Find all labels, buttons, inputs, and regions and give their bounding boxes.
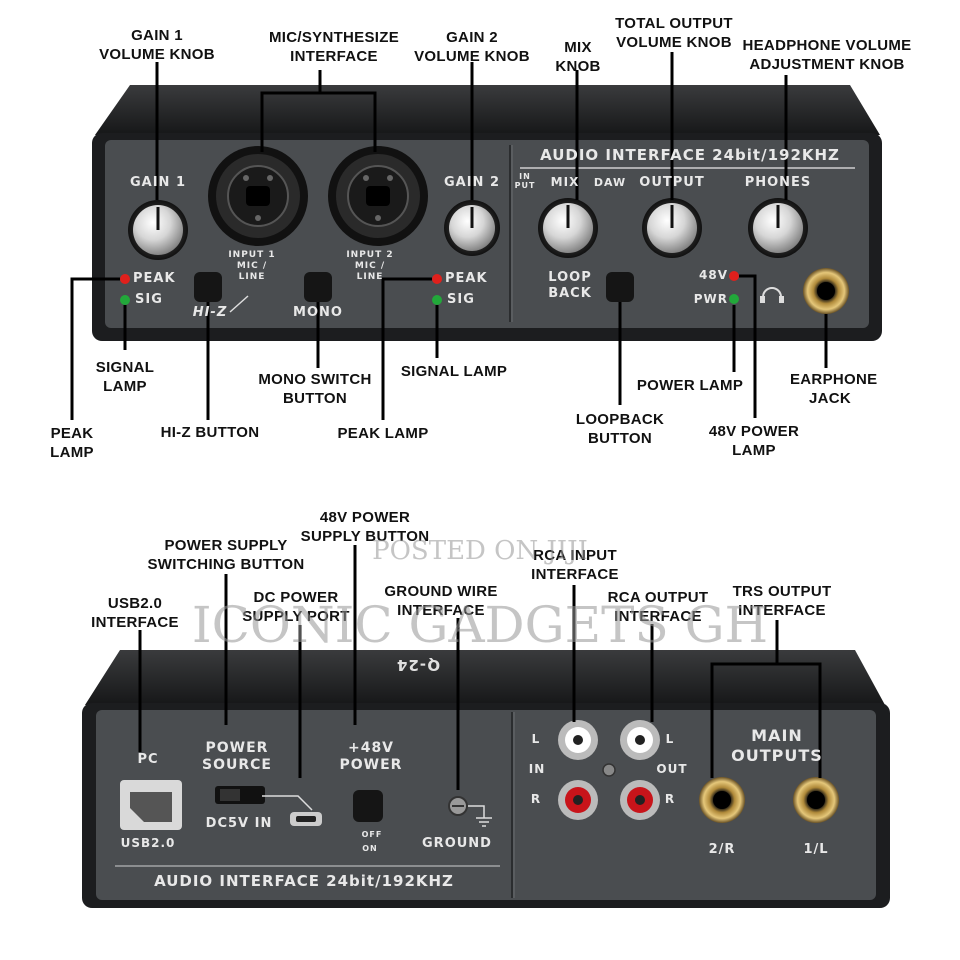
rca-in-r[interactable] <box>558 780 598 820</box>
out2r-panel-label: 2/R <box>708 842 736 857</box>
power-source-switch[interactable] <box>215 786 265 804</box>
v48-panel-label: 48V <box>699 268 728 282</box>
rca-out-l[interactable] <box>620 720 660 760</box>
mix-knob[interactable] <box>538 198 598 258</box>
callout-rca-input: RCA INPUT INTERFACE <box>531 547 619 583</box>
callout-total-output: TOTAL OUTPUT VOLUME KNOB <box>615 15 733 51</box>
phones-panel-label: PHONES <box>744 175 812 190</box>
callout-48v-button: 48V POWER SUPPLY BUTTON <box>300 509 430 545</box>
input2-combo-jack[interactable] <box>328 146 428 246</box>
mix-panel-label: MIX <box>550 175 580 189</box>
power-lamp <box>729 294 739 304</box>
peak1-panel-label: PEAK <box>133 271 176 286</box>
input1-combo-jack[interactable] <box>208 146 308 246</box>
callout-gain2: GAIN 2 VOLUME KNOB <box>414 29 530 65</box>
watermark-line1: POSTED ON JIJI <box>372 536 588 566</box>
callout-mono-switch: MONO SWITCH BUTTON <box>258 371 372 407</box>
front-title: AUDIO INTERFACE 24bit/192KHZ <box>540 146 840 164</box>
callout-signal-lamp-1: SIGNAL LAMP <box>95 359 155 395</box>
rca-in-r-label: R <box>530 792 542 806</box>
v48-power-panel-label: +48V POWER <box>339 740 403 773</box>
loopback-button[interactable] <box>606 272 634 302</box>
sig2-panel-label: SIG <box>447 292 475 307</box>
main-outputs-panel-label: MAIN OUTPUTS <box>731 726 823 765</box>
v48-lamp <box>729 271 739 281</box>
output-knob[interactable] <box>642 198 702 258</box>
signal-lamp-1 <box>120 295 130 305</box>
rca-out-r-label: R <box>664 792 676 806</box>
ground-icon <box>468 805 492 827</box>
input1-panel-label: INPUT 1 MIC / LINE <box>228 250 276 282</box>
callout-power-lamp: POWER LAMP <box>636 377 744 394</box>
pwr-panel-label: PWR <box>693 292 728 306</box>
callout-ground-wire: GROUND WIRE INTERFACE <box>384 583 498 619</box>
usb-panel-label: USB2.0 <box>120 836 176 850</box>
callout-usb: USB2.0 INTERFACE <box>91 595 179 631</box>
watermark-line2: ICONIC GADGETS GH <box>191 596 769 654</box>
callout-mix: MIX KNOB <box>555 39 601 75</box>
power-source-panel-label: POWER SOURCE <box>202 740 272 773</box>
mix-in-panel-label: IN PUT <box>514 172 536 190</box>
out1l-panel-label: 1/L <box>803 842 829 857</box>
rca-in-l[interactable] <box>558 720 598 760</box>
gain1-panel-label: GAIN 1 <box>129 175 187 190</box>
gain1-knob[interactable] <box>128 200 188 260</box>
rca-out-label: OUT <box>656 762 688 776</box>
mono-panel-label: MONO <box>293 305 343 320</box>
sig1-panel-label: SIG <box>135 292 163 307</box>
rca-out-l-label: L <box>665 732 675 746</box>
v48-power-button[interactable] <box>353 790 383 822</box>
callout-signal-lamp-2: SIGNAL LAMP <box>400 363 508 380</box>
earphone-jack[interactable] <box>803 268 849 314</box>
peak-lamp-2 <box>432 274 442 284</box>
dc5v-panel-label: DC5V IN <box>205 816 273 831</box>
daw-panel-label: DAW <box>593 176 627 189</box>
phones-knob[interactable] <box>748 198 808 258</box>
gain2-knob[interactable] <box>444 200 500 256</box>
mono-button[interactable] <box>304 272 332 302</box>
callout-dc-port: DC POWER SUPPLY PORT <box>242 589 350 625</box>
rca-out-r[interactable] <box>620 780 660 820</box>
off-panel-label: OFF <box>361 830 383 839</box>
rear-title: AUDIO INTERFACE 24bit/192KHZ <box>154 872 454 890</box>
front-device <box>92 85 882 341</box>
callout-hiz-button: HI-Z BUTTON <box>160 424 260 441</box>
rca-in-l-label: L <box>531 732 541 746</box>
rca-in-label: IN <box>528 762 546 776</box>
callout-lines <box>70 52 828 790</box>
callout-48v-power-lamp: 48V POWER LAMP <box>708 423 800 459</box>
ground-panel-label: GROUND <box>422 836 492 851</box>
on-panel-label: ON <box>362 844 378 853</box>
peak2-panel-label: PEAK <box>445 271 488 286</box>
callout-headphone-volume: HEADPHONE VOLUME ADJUSTMENT KNOB <box>742 37 912 73</box>
callout-loopback-button: LOOPBACK BUTTON <box>575 411 665 447</box>
trs-out-1l[interactable] <box>793 777 839 823</box>
output-panel-label: OUTPUT <box>639 175 705 190</box>
usb-port[interactable] <box>120 780 182 830</box>
loopback-panel-label: LOOP BACK <box>548 270 592 301</box>
input2-panel-label: INPUT 2 MIC / LINE <box>346 250 394 282</box>
rear-faceplate <box>96 710 876 900</box>
callout-power-switch: POWER SUPPLY SWITCHING BUTTON <box>147 537 305 573</box>
pc-panel-label: PC <box>137 752 159 767</box>
peak-lamp-1 <box>120 274 130 284</box>
trs-out-2r[interactable] <box>699 777 745 823</box>
callout-gain1: GAIN 1 VOLUME KNOB <box>99 27 215 63</box>
callout-trs-output: TRS OUTPUT INTERFACE <box>732 583 832 619</box>
ground-screw[interactable] <box>448 796 468 816</box>
rear-device <box>82 650 890 908</box>
model-logo: Q-24 <box>395 656 441 674</box>
callout-earphone-jack: EARPHONE JACK <box>790 371 878 407</box>
callout-rca-output: RCA OUTPUT INTERFACE <box>607 589 709 625</box>
signal-lamp-2 <box>432 295 442 305</box>
gain2-panel-label: GAIN 2 <box>443 175 501 190</box>
callout-peak-lamp-1: PEAK LAMP <box>50 425 94 461</box>
hiz-panel-label: HI-Z <box>192 305 228 320</box>
headphone-icon <box>762 287 782 298</box>
callout-mic-interface: MIC/SYNTHESIZE INTERFACE <box>268 29 400 65</box>
callout-peak-lamp-2: PEAK LAMP <box>337 425 429 442</box>
hiz-button[interactable] <box>194 272 222 302</box>
